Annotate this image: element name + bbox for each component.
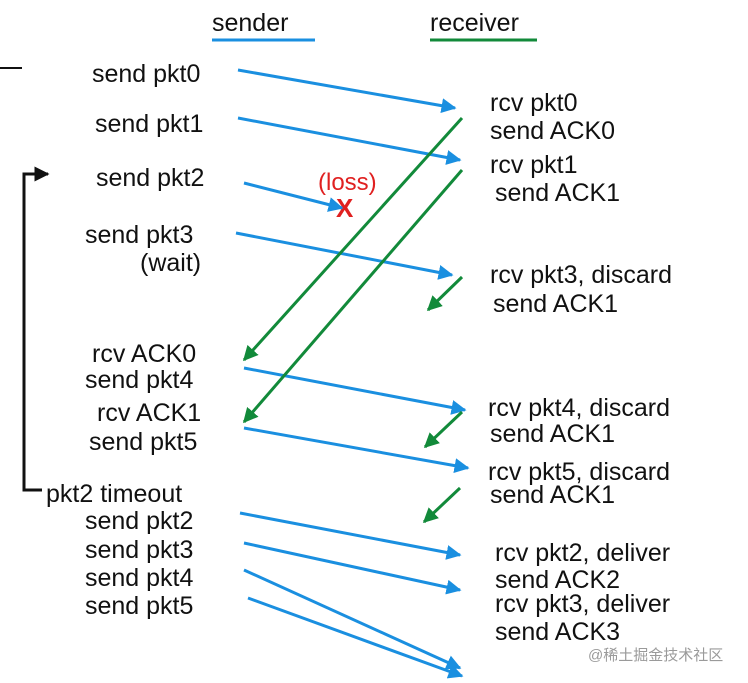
arrow-pkt1 [237, 116, 462, 165]
timeout-timer-bracket [22, 166, 50, 492]
arrow-resend-pkt3 [243, 541, 462, 595]
sender-send-pkt5: send pkt5 [89, 428, 197, 456]
arrow-ack1-d [422, 486, 462, 524]
sender-send-pkt2: send pkt2 [96, 164, 204, 192]
watermark: @稀土掘金技术社区 [588, 647, 723, 664]
receiver-send-ack3: send ACK3 [495, 618, 620, 646]
receiver-rcv-pkt0: rcv pkt0 [490, 89, 578, 117]
arrow-ack0 [242, 116, 464, 362]
arrow-ack1-c [423, 410, 464, 449]
receiver-send-ack1-a: send ACK1 [495, 179, 620, 207]
receiver-send-ack0: send ACK0 [490, 117, 615, 145]
receiver-send-ack1-c: send ACK1 [490, 420, 615, 448]
arrow-ack1-b [426, 275, 464, 312]
receiver-header: receiver [430, 9, 519, 37]
sender-send-pkt4: send pkt4 [85, 366, 194, 394]
receiver-send-ack2: send ACK2 [495, 566, 620, 594]
sender-header: sender [212, 9, 288, 37]
arrow-resend-pkt4 [243, 568, 462, 670]
receiver-send-ack1-b: send ACK1 [493, 290, 618, 318]
arrow-pkt5 [243, 426, 470, 474]
sender-rcv-ack0: rcv ACK0 [92, 340, 196, 368]
arrow-ack1-a [242, 169, 464, 424]
arrow-pkt4 [243, 366, 467, 415]
sender-rcv-ack1: rcv ACK1 [97, 399, 201, 427]
sender-send-pkt1: send pkt1 [95, 110, 203, 138]
arrow-pkt3 [235, 231, 454, 280]
receiver-rcv-pkt5-discard: rcv pkt5, discard [488, 458, 670, 486]
sender-send-pkt3: send pkt3 [85, 221, 193, 249]
sender-send-pkt0: send pkt0 [92, 60, 200, 88]
arrow-pkt2-lost [243, 181, 344, 212]
arrow-pkt0 [237, 68, 457, 114]
sender-resend-pkt5: send pkt5 [85, 592, 193, 620]
receiver-rcv-pkt3-deliver: rcv pkt3, deliver [495, 590, 670, 618]
loss-label: (loss) [318, 169, 377, 196]
sender-resend-pkt4: send pkt4 [85, 564, 194, 592]
receiver-rcv-pkt3-discard: rcv pkt3, discard [490, 261, 672, 289]
arrow-resend-pkt2 [239, 511, 462, 560]
receiver-rcv-pkt2-deliver: rcv pkt2, deliver [495, 539, 670, 567]
receiver-send-ack1-d: send ACK1 [490, 481, 615, 509]
sender-wait: (wait) [140, 249, 201, 277]
arrow-resend-pkt5 [247, 596, 464, 679]
sender-resend-pkt3: send pkt3 [85, 536, 193, 564]
receiver-rcv-pkt4-discard: rcv pkt4, discard [488, 394, 670, 422]
sender-resend-pkt2: send pkt2 [85, 507, 193, 535]
receiver-rcv-pkt1: rcv pkt1 [490, 151, 578, 179]
sender-pkt2-timeout: pkt2 timeout [46, 480, 182, 508]
